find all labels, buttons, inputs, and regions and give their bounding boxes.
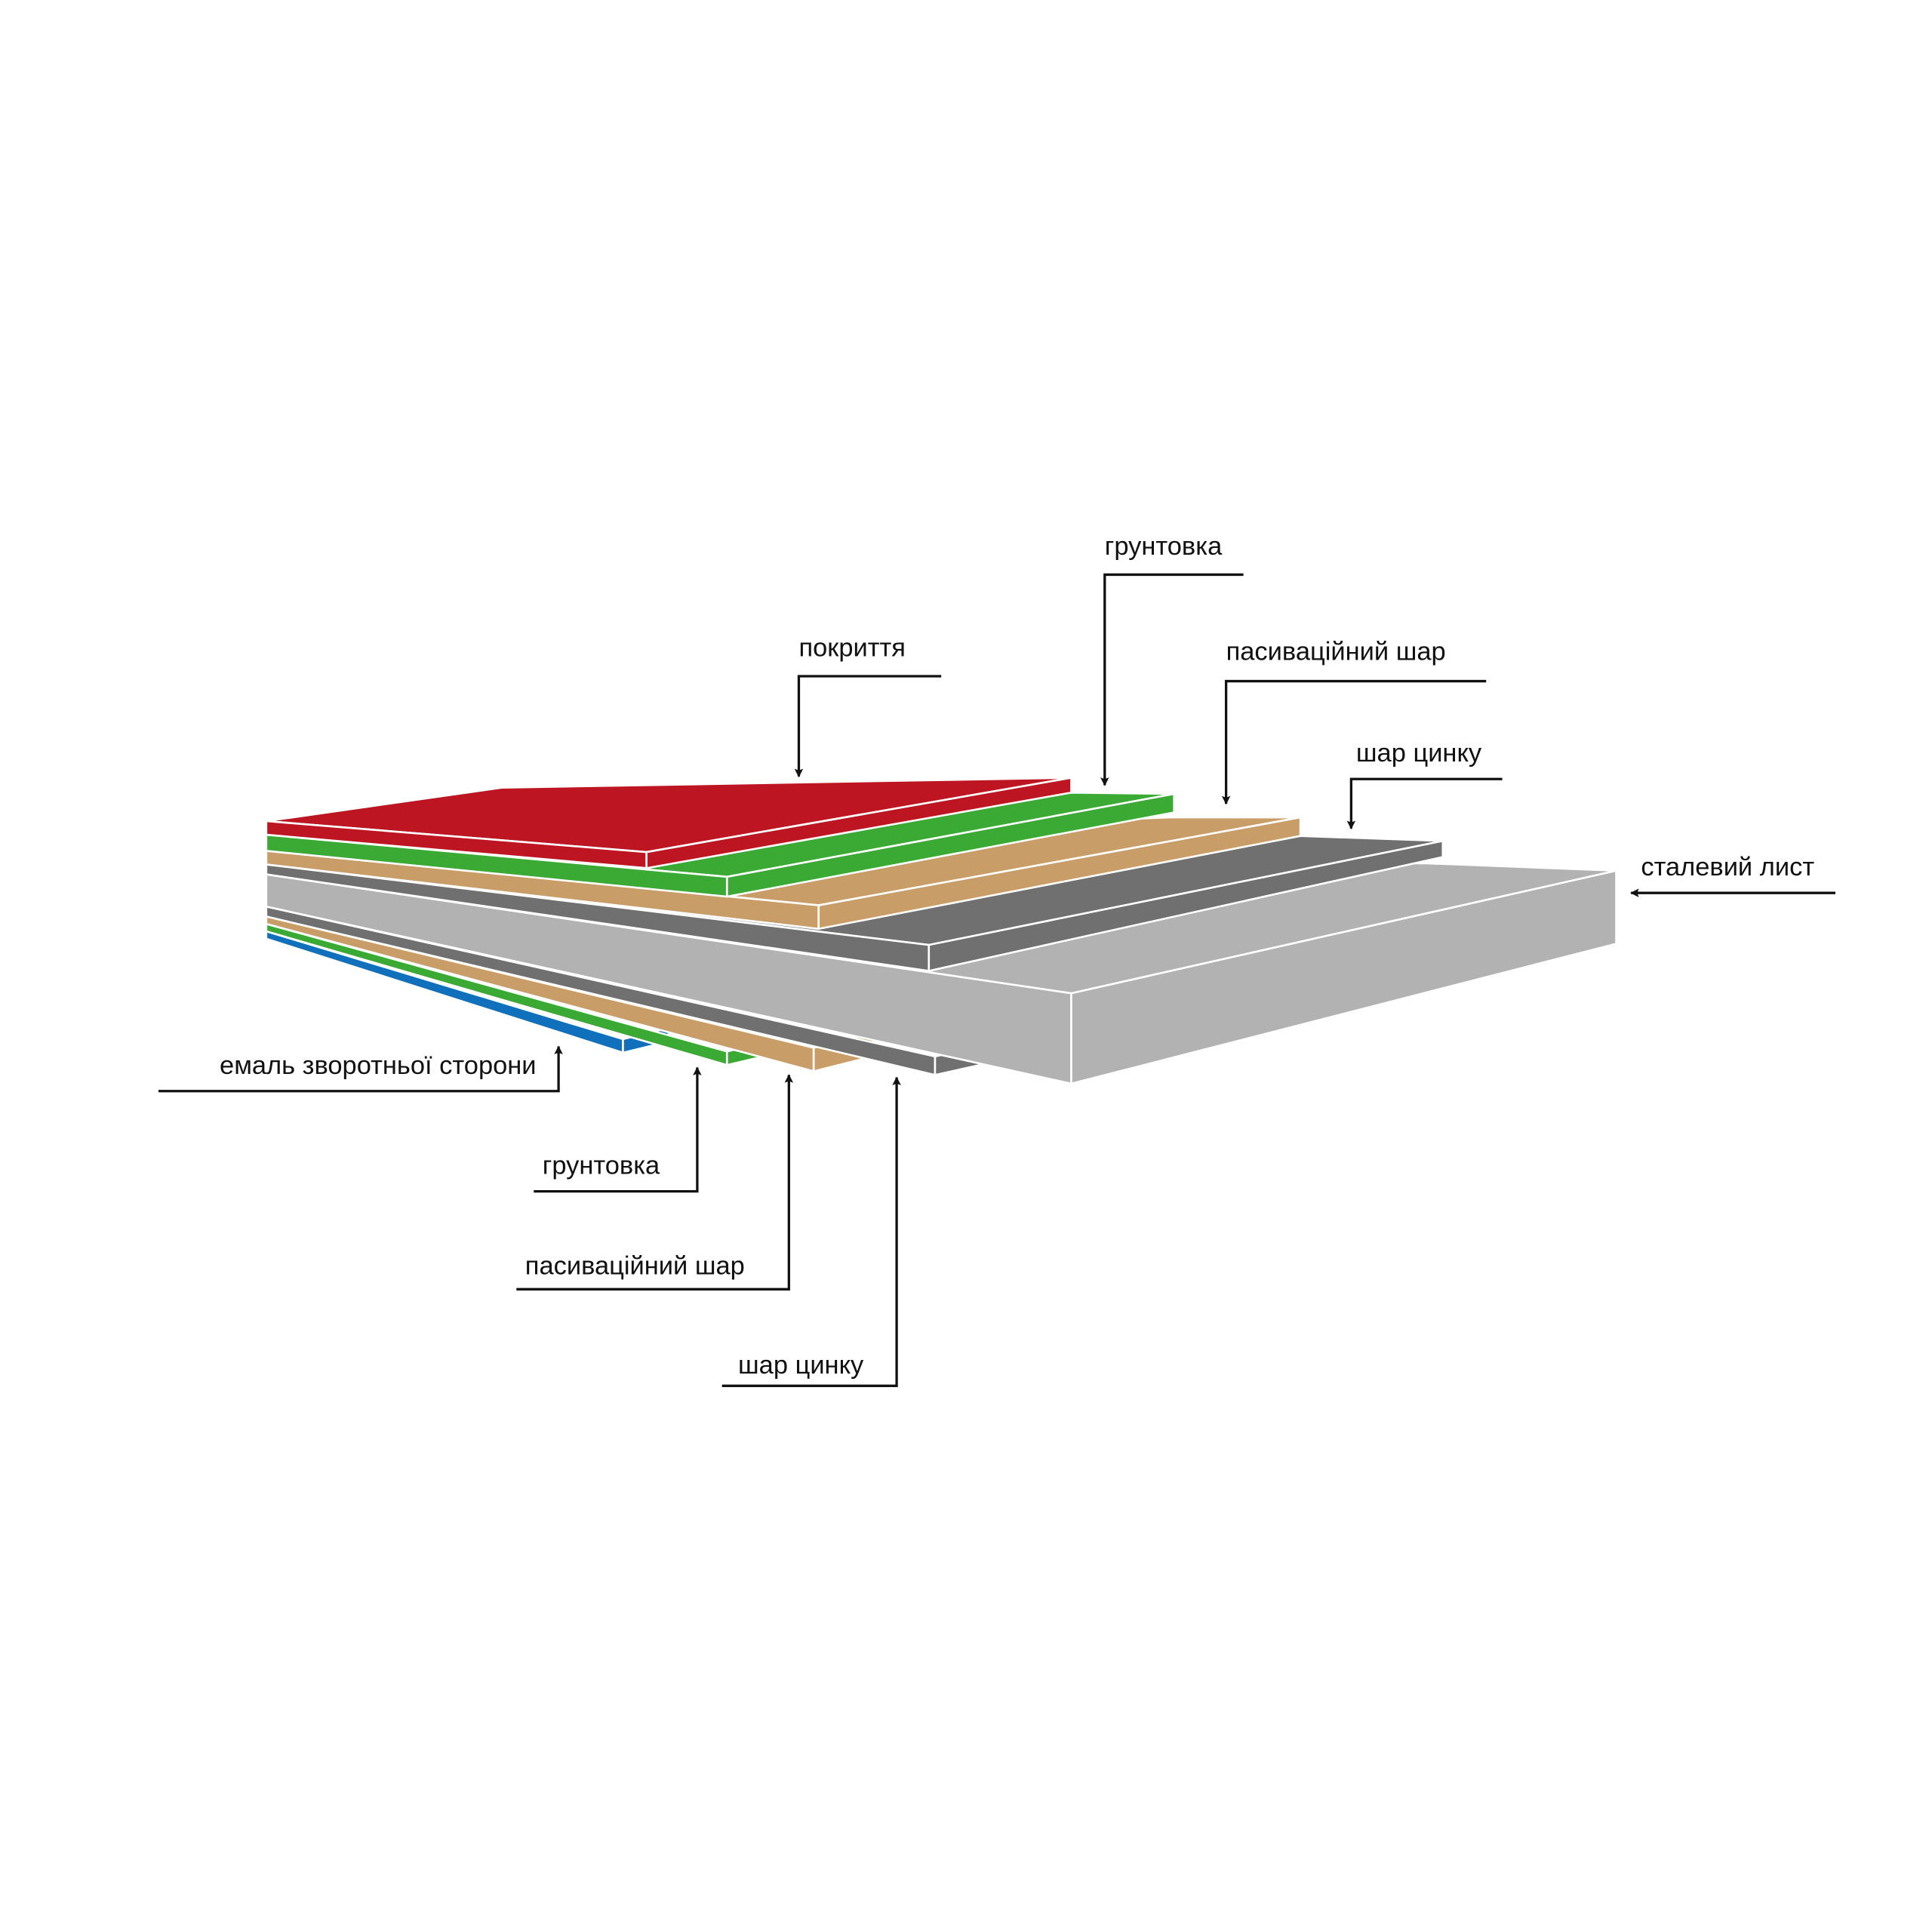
callout-top-coating: покриття — [794, 634, 942, 778]
arrow-down-icon — [794, 675, 942, 778]
callout-bottom-zinc: шар цинку — [721, 1076, 901, 1387]
callout-steel: сталевий лист — [1630, 853, 1835, 897]
label-top-passivation: пасиваційний шар — [1226, 638, 1446, 666]
arrow-up-icon — [721, 1076, 901, 1387]
callout-top-primer: грунтовка — [1100, 532, 1244, 786]
arrow-up-icon — [516, 1074, 794, 1291]
callout-bottom-passivation: пасиваційний шар — [516, 1074, 794, 1291]
label-bottom-passivation: пасиваційний шар — [525, 1252, 745, 1281]
label-top-coating: покриття — [798, 634, 906, 663]
label-steel: сталевий лист — [1641, 853, 1814, 881]
label-top-zinc: шар цинку — [1356, 739, 1482, 768]
arrow-down-icon — [1221, 679, 1487, 805]
callout-top-zinc: шар цинку — [1346, 739, 1503, 829]
callout-top-passivation: пасиваційний шар — [1221, 638, 1487, 805]
label-bottom-zinc: шар цинку — [738, 1351, 864, 1380]
top-coating-layer — [265, 777, 1072, 869]
callout-bottom-primer: грунтовка — [534, 1066, 702, 1193]
label-bottom-back-enamel: емаль зворотньої сторони — [220, 1051, 537, 1080]
arrow-down-icon — [1346, 777, 1503, 829]
arrow-up-icon — [534, 1066, 702, 1193]
arrow-down-icon — [1100, 573, 1244, 786]
label-top-primer: грунтовка — [1105, 532, 1223, 561]
arrow-up-icon — [158, 1045, 563, 1093]
label-bottom-primer: грунтовка — [543, 1152, 660, 1180]
callout-bottom-back-enamel: емаль зворотньої сторони — [158, 1045, 563, 1093]
